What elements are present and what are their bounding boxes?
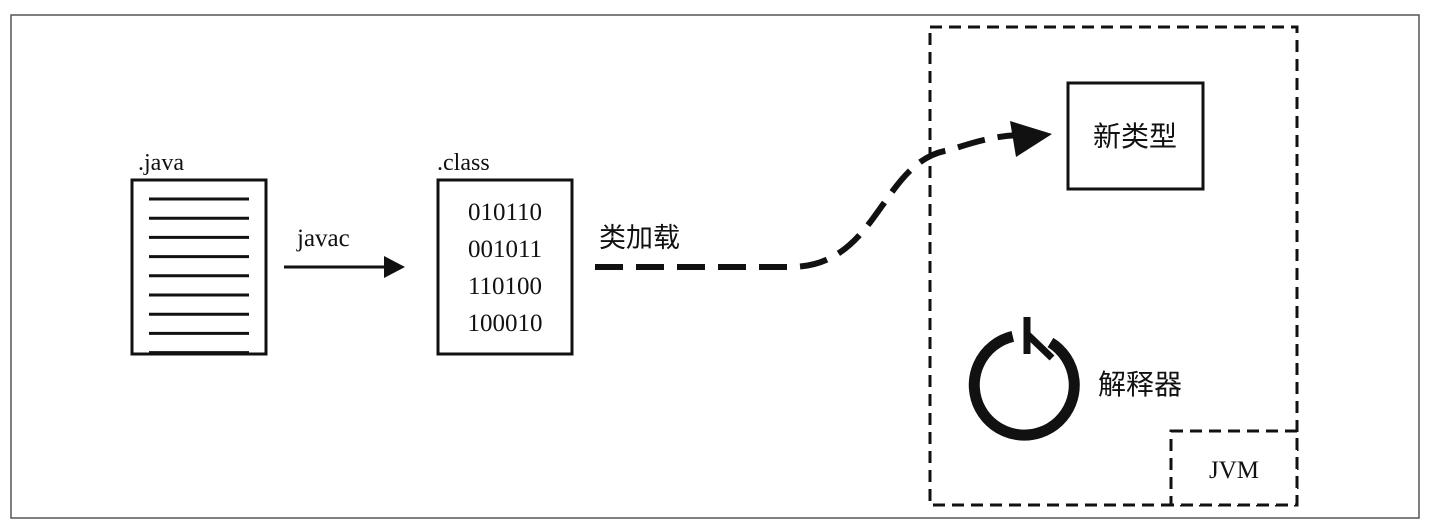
class-loading-label: 类加载 [599,223,680,253]
class-file-icon [436,178,574,356]
bytecode-line: 100010 [468,310,543,337]
outer-frame [10,14,1420,519]
bytecode-line: 001011 [468,236,542,263]
class-file-label: .class [437,150,490,176]
interpreter-label: 解释器 [1098,369,1182,401]
javac-arrow-head-icon [384,256,405,278]
new-type-label: 新类型 [1093,121,1177,153]
java-file-text-lines [149,197,249,355]
jvm-region: 新类型 解释器 JVM [928,25,1299,507]
class-loading-step: 类加载 [595,121,1052,270]
java-source-file: .java [130,150,268,356]
jvm-label: JVM [1209,457,1259,484]
bytecode-line: 110100 [468,273,542,300]
bytecode-line: 010110 [468,199,542,226]
java-file-icon [130,178,268,356]
javac-label: javac [296,225,350,252]
javac-compile-step: javac [284,225,405,278]
java-file-label: .java [138,150,184,176]
class-file: .class 010110 001011 110100 100010 [436,150,574,356]
class-loading-arrow-head-icon [1010,121,1052,157]
jvm-dashed-boundary [928,25,1299,507]
interpreter-loop-icon [968,317,1080,441]
new-type-box [1066,81,1205,191]
jvm-label-box [1169,429,1299,507]
